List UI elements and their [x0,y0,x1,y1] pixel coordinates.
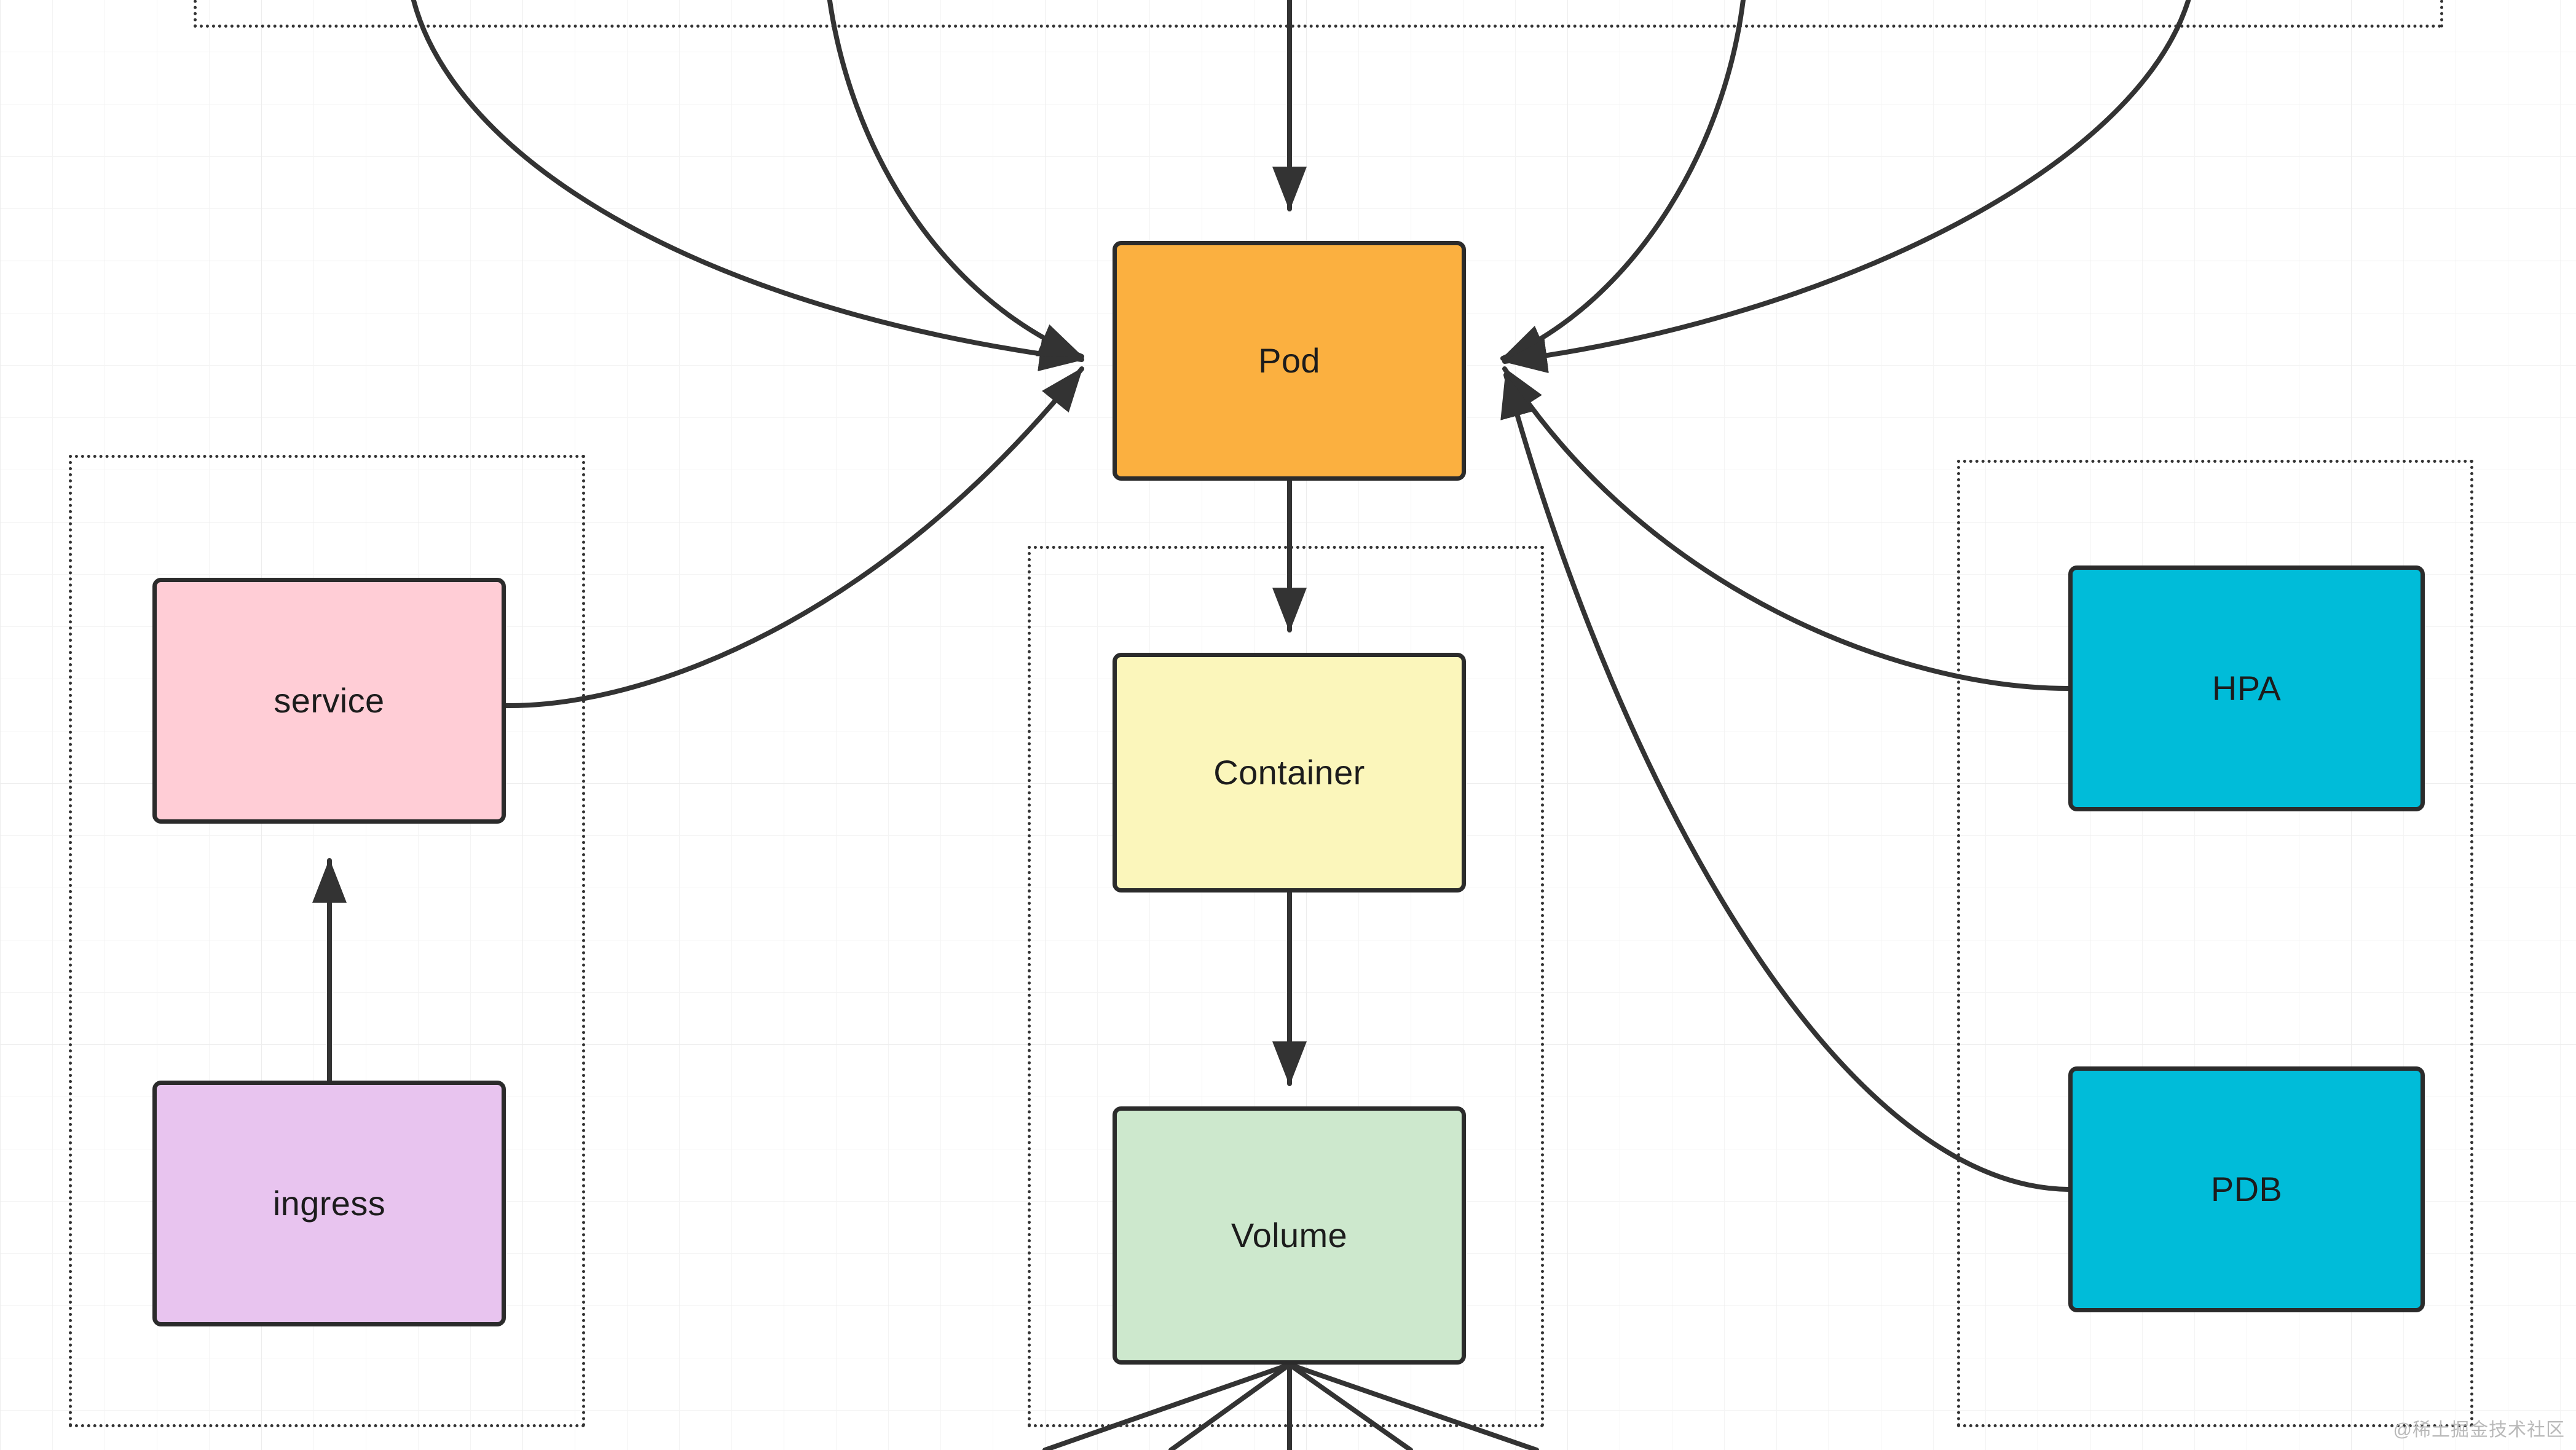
node-container-label: Container [1213,753,1365,792]
node-hpa[interactable]: HPA [2068,565,2425,811]
node-ingress-label: ingress [272,1184,386,1223]
node-hpa-label: HPA [2212,669,2282,707]
node-pdb-label: PDB [2210,1170,2283,1208]
node-service-label: service [274,681,385,720]
node-volume[interactable]: Volume [1113,1106,1466,1365]
cluster-right-scaling [1957,460,2473,1427]
node-pod-label: Pod [1258,341,1320,380]
edge-top-4 [1500,0,1746,361]
edge-top-2 [827,0,1084,359]
cluster-left-networking [69,455,585,1427]
node-service[interactable]: service [152,578,506,824]
node-pdb[interactable]: PDB [2068,1066,2425,1312]
node-volume-label: Volume [1231,1216,1348,1255]
watermark: @稀土掘金技术社区 [2393,1420,2565,1440]
cluster-middle-pod-internals [1028,546,1544,1427]
node-container[interactable]: Container [1113,653,1466,892]
edge-service-to-pod [503,366,1084,709]
node-pod[interactable]: Pod [1113,241,1466,481]
node-ingress[interactable]: ingress [152,1081,506,1326]
edge-top-1 [411,0,1084,371]
edge-top-5 [1502,0,2191,374]
cluster-top [194,0,2443,28]
